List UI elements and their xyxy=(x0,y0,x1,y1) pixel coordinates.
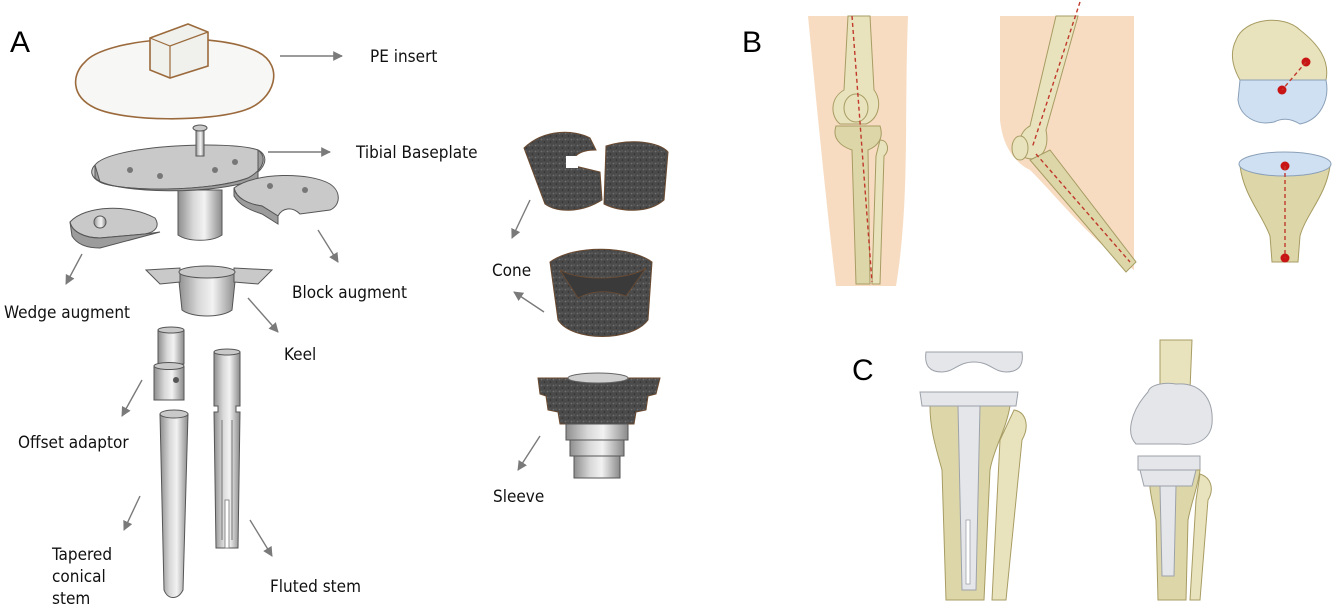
sleeve-label: Sleeve xyxy=(493,487,544,507)
panel-c-letter: C xyxy=(852,354,874,387)
panel-c: C xyxy=(852,339,1213,601)
panel-b: B xyxy=(742,1,1332,286)
wedge-augment-illustration xyxy=(69,207,161,249)
keel-label: Keel xyxy=(284,345,316,365)
tibial-baseplate-label: Tibial Baseplate xyxy=(355,143,478,163)
panel-a: A PE insert Tibial Baseplate xyxy=(4,23,669,609)
fluted-stem-illustration xyxy=(213,348,241,549)
block-augment-arrow xyxy=(317,229,339,263)
cone-label: Cone xyxy=(492,261,531,281)
wedge-augment-arrow xyxy=(65,253,83,285)
tapered-stem-label-line3: stem xyxy=(52,589,90,609)
cone-secondary-arrow xyxy=(513,291,545,313)
wedge-augment-label: Wedge augment xyxy=(4,303,130,323)
offset-adaptor-arrow xyxy=(121,379,143,417)
distal-femur-resection-illustration xyxy=(1232,19,1328,125)
cone-illustration-full xyxy=(549,248,653,337)
frontal-knee-illustration xyxy=(808,15,908,286)
keel-illustration xyxy=(144,265,274,317)
block-augment-label: Block augment xyxy=(292,283,407,303)
tibial-baseplate-illustration xyxy=(91,124,266,241)
pe-insert-label: PE insert xyxy=(370,47,437,67)
tapered-conical-stem-illustration xyxy=(159,409,189,598)
tapered-stem-label-line2: conical xyxy=(52,567,106,587)
revision-knee-lateral-illustration xyxy=(1130,339,1213,601)
cone-illustration-split xyxy=(523,131,669,211)
fluted-stem-arrow xyxy=(249,519,273,557)
pe-insert-illustration xyxy=(74,23,275,120)
revision-tibia-ap-illustration xyxy=(919,351,1027,601)
cone-arrow xyxy=(511,199,531,239)
block-augment-illustration xyxy=(233,174,339,225)
offset-adaptor-label: Offset adaptor xyxy=(18,433,129,453)
tapered-stem-arrow xyxy=(123,495,141,531)
fluted-stem-label: Fluted stem xyxy=(270,577,361,597)
sleeve-arrow xyxy=(517,435,541,471)
sleeve-illustration xyxy=(537,372,661,479)
tapered-stem-label-line1: Tapered xyxy=(51,545,112,565)
lateral-knee-illustration xyxy=(1000,1,1137,273)
panel-b-letter: B xyxy=(742,26,762,59)
offset-adaptor-illustration xyxy=(153,326,185,401)
panel-a-letter: A xyxy=(10,26,30,59)
keel-arrow xyxy=(247,297,279,333)
proximal-tibia-resection-illustration xyxy=(1238,151,1332,263)
